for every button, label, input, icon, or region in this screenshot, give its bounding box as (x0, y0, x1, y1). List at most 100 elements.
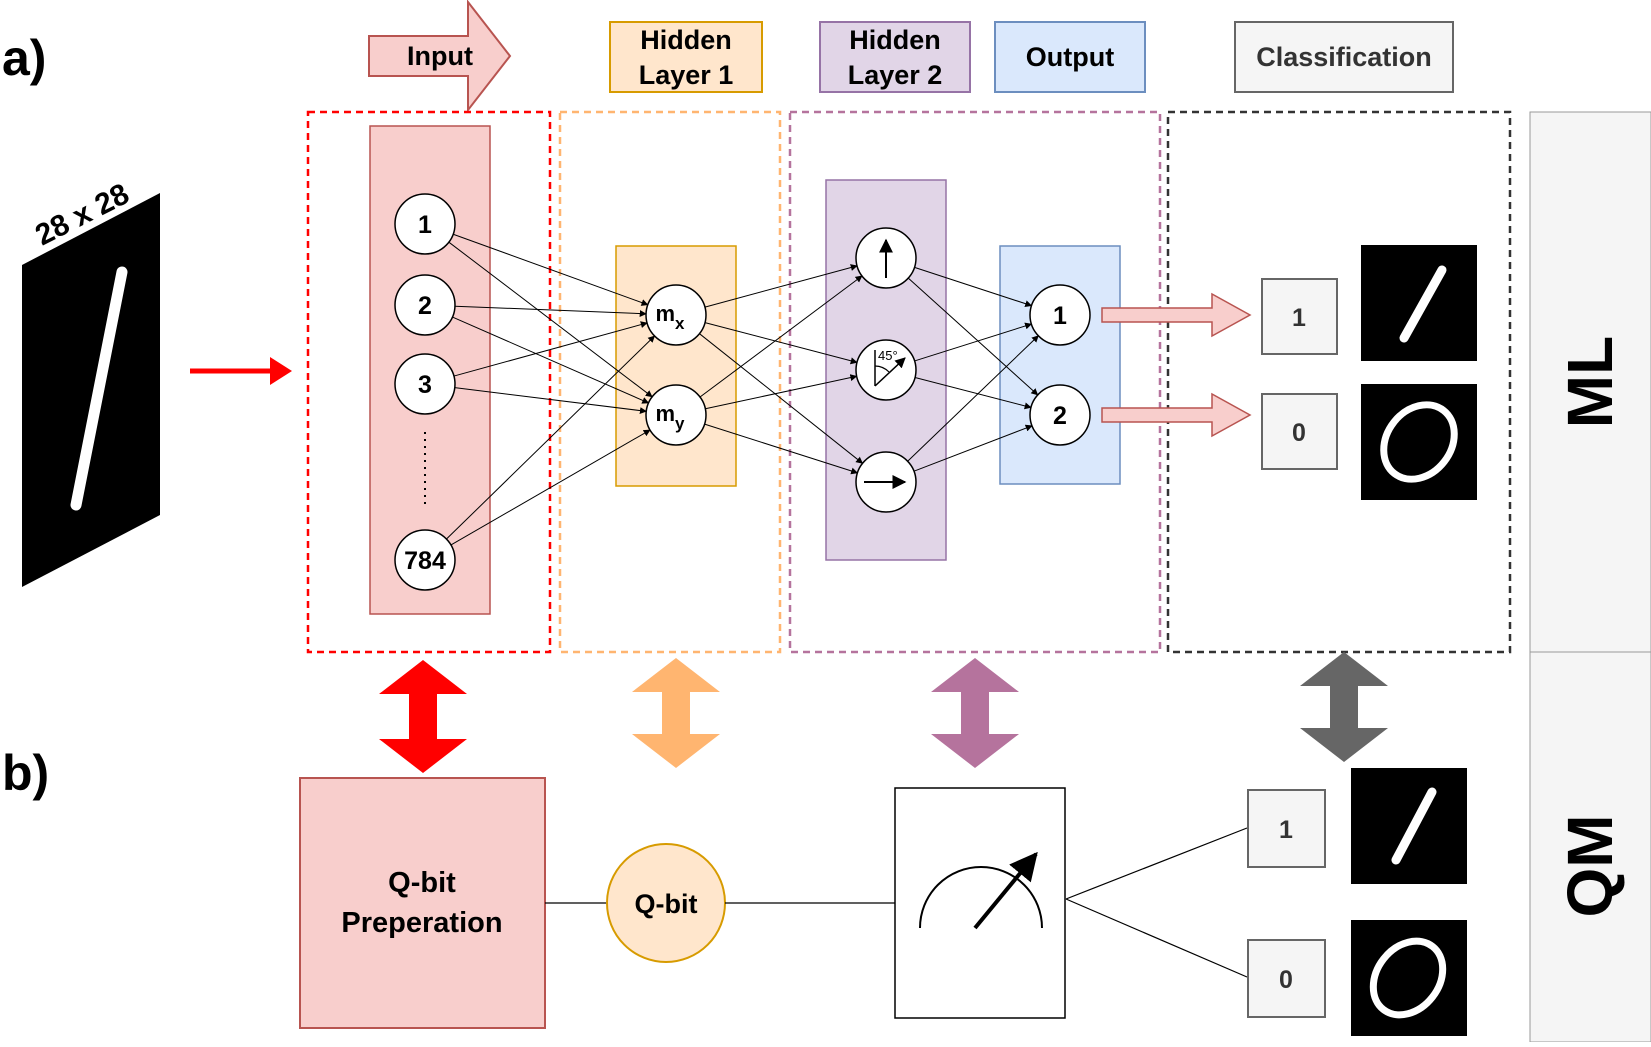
hidden2-node-up (855, 227, 917, 289)
output-arrow-1 (1101, 292, 1252, 338)
angle-label: 45° (878, 348, 898, 363)
qm-result-0: 0 (1279, 966, 1293, 994)
edge-h1-0-h2-0 (704, 264, 858, 308)
mnist-input-image (22, 193, 160, 587)
qbit-preparation-line2: Preperation (341, 907, 502, 939)
input-node-784-label: 784 (404, 547, 446, 575)
output-node-1-label: 1 (1053, 302, 1067, 330)
header-input: Input (407, 41, 473, 71)
edge-input-3-h1-0 (446, 335, 656, 540)
input-node-1-label: 1 (418, 211, 432, 239)
meter-dial-icon (919, 866, 1043, 929)
ml-result-1: 1 (1292, 304, 1306, 332)
edge-h1-0-h2-1 (704, 322, 858, 365)
angle-arc (874, 365, 890, 373)
edge-h2-0-out-0 (914, 266, 1033, 308)
ml-digit-image-one (1361, 245, 1477, 361)
panel-label-a: a) (2, 30, 46, 86)
input-node-3-label: 3 (418, 371, 432, 399)
header-hidden1-line1: Hidden (640, 25, 732, 55)
edge-h1-1-h2-1 (705, 374, 858, 410)
qbit-preparation-box (299, 777, 546, 1029)
side-label-qm: QM (1554, 814, 1626, 917)
header-output: Output (1026, 42, 1114, 72)
hidden1-node-my: my (645, 384, 707, 446)
qm-result-1: 1 (1279, 816, 1293, 844)
qm-digit-image-zero (1351, 920, 1467, 1036)
qm-digit-image-one (1351, 768, 1467, 884)
edge-h1-1-h2-0 (699, 275, 863, 398)
input-node-3: 3 (394, 353, 456, 415)
edge-h1-0-h2-2 (699, 333, 864, 464)
arrow-diagonal-icon (874, 357, 906, 387)
edge-h2-1-out-1 (914, 377, 1032, 410)
edge-h1-1-h2-2 (704, 423, 859, 475)
header-classification-box (1234, 21, 1454, 93)
input-node-1: 1 (394, 193, 456, 255)
region-hidden2-output (788, 110, 1162, 654)
qbit-preparation-line1: Q-bit (388, 867, 456, 899)
edge-input-1-h1-0 (454, 305, 647, 318)
svg-text:mx: mx (655, 301, 685, 333)
layer-output-box (999, 245, 1121, 485)
qbit-label: Q-bit (635, 889, 698, 919)
qm-result-box-1 (1247, 789, 1326, 868)
mx-label-sub: x (675, 314, 685, 333)
edge-h2-1-out-0 (914, 322, 1033, 362)
double-arrow-orange (632, 658, 720, 768)
ml-digit-image-zero (1361, 384, 1477, 500)
measure-to-result-1-line (1065, 827, 1248, 900)
edge-input-2-h1-0 (453, 321, 648, 377)
double-arrow-gray (1300, 652, 1388, 762)
side-panel-qm (1529, 651, 1651, 1043)
ml-result-box-0 (1261, 393, 1338, 470)
header-hidden2-box (819, 21, 971, 93)
side-label-ml: ML (1554, 336, 1626, 428)
edge-h2-2-out-1 (913, 424, 1033, 472)
ml-result-box-1 (1261, 278, 1338, 355)
edge-h2-0-out-1 (907, 277, 1039, 396)
double-arrow-purple (931, 658, 1019, 768)
header-hidden2-line2: Layer 2 (848, 60, 943, 90)
hidden2-node-right (855, 451, 917, 513)
header-hidden1-line2: Layer 1 (639, 60, 734, 90)
hidden2-node-diagonal: 45° (855, 339, 917, 401)
input-node-2: 2 (394, 274, 456, 336)
input-node-2-label: 2 (418, 292, 432, 320)
header-classification: Classification (1256, 42, 1432, 72)
my-label-sub: y (675, 414, 685, 433)
input-node-784: 784 (394, 529, 456, 591)
output-node-2-label: 2 (1053, 402, 1067, 430)
header-hidden1-box (609, 21, 763, 93)
mx-label-main: m (655, 301, 675, 326)
edge-input-3-h1-1 (450, 429, 651, 546)
region-classification (1166, 110, 1512, 654)
double-arrow-red (379, 660, 467, 773)
header-output-box (994, 21, 1146, 93)
my-label-main: m (655, 401, 675, 426)
edge-input-1-h1-1 (452, 316, 650, 404)
region-input (306, 110, 552, 654)
qm-result-box-0 (1247, 939, 1326, 1018)
layer-hidden1-box (615, 245, 737, 487)
svg-text:my: my (655, 401, 685, 433)
meter-needle-icon (973, 851, 1038, 930)
edge-h2-2-out-0 (907, 335, 1039, 462)
edge-input-2-h1-1 (454, 387, 647, 415)
output-node-1: 1 (1029, 284, 1091, 346)
output-node-2: 2 (1029, 384, 1091, 446)
hidden1-node-mx: mx (645, 284, 707, 346)
region-hidden1 (558, 110, 782, 654)
network-connections (446, 233, 1039, 546)
input-arrow-head (270, 357, 292, 385)
output-arrow-2 (1101, 392, 1252, 438)
header-hidden2-line1: Hidden (849, 25, 941, 55)
ml-result-0: 0 (1292, 419, 1306, 447)
measurement-box (894, 787, 1066, 1019)
panel-label-b: b) (2, 745, 49, 801)
side-panel-ml (1529, 111, 1651, 653)
measure-to-result-0-line (1065, 898, 1248, 978)
edge-input-0-h1-0 (453, 233, 649, 306)
